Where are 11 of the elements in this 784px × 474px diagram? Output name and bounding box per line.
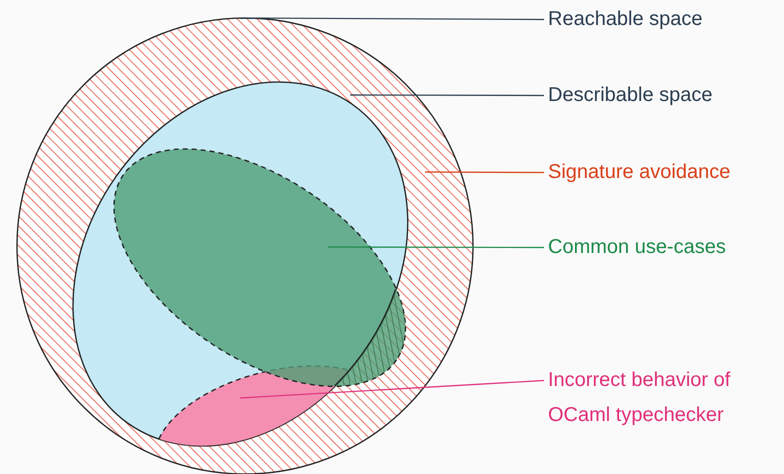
- region-label: Reachable space: [548, 2, 782, 37]
- region-label: Signature avoidance: [548, 155, 782, 190]
- common-use-cases-ellipse: [114, 149, 406, 387]
- describable-space-ellipse: [72, 82, 408, 446]
- leader-line: [328, 246, 544, 248]
- leader-line: [240, 17, 544, 20]
- leader-line: [425, 171, 544, 174]
- region-label: Incorrect behavior of OCaml typechecker: [548, 363, 782, 433]
- region-label: Describable space: [548, 78, 782, 113]
- region-label: Common use-cases: [548, 230, 782, 265]
- leader-line: [350, 94, 544, 96]
